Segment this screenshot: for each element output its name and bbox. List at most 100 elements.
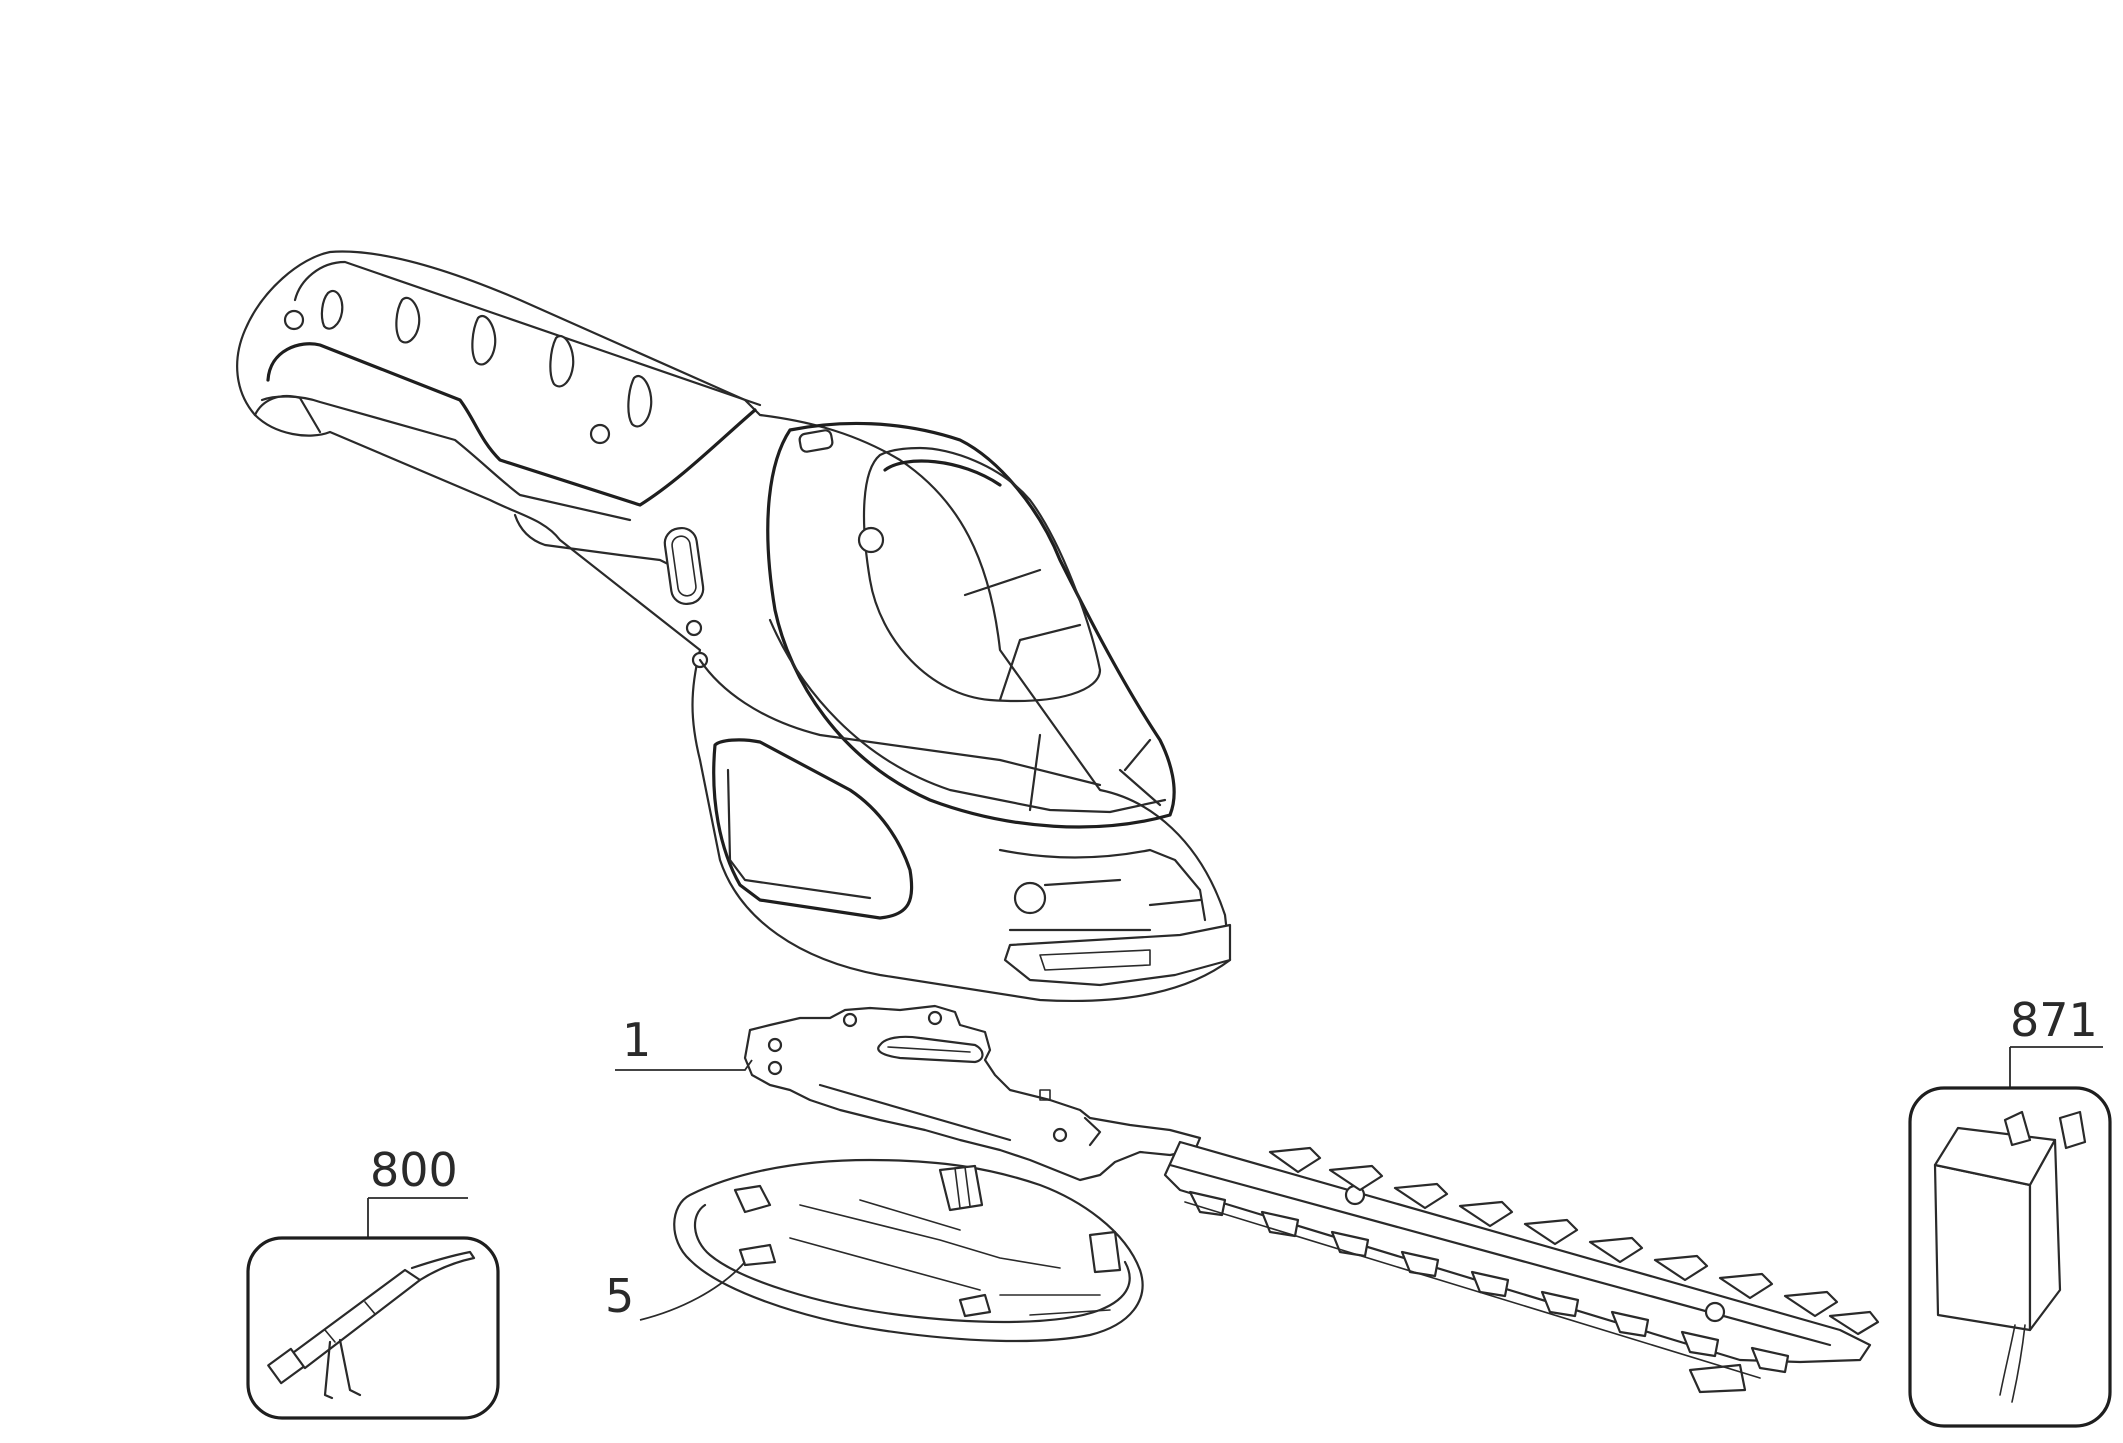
side-button xyxy=(685,619,703,637)
charger-body-side xyxy=(2028,1138,2062,1332)
blade-tooth xyxy=(1268,1146,1322,1174)
blade-tooth xyxy=(1610,1310,1650,1338)
cover-screw xyxy=(857,526,885,554)
grip-slot xyxy=(395,296,421,344)
guard-channel xyxy=(789,1199,1061,1291)
charger-icon xyxy=(1933,1110,2087,1403)
grip-slot xyxy=(627,375,653,428)
brush-tip xyxy=(410,1250,476,1282)
charger-inset-frame xyxy=(1908,1086,2112,1428)
callout-guard: 5 xyxy=(605,1261,746,1323)
brush-handle xyxy=(288,1268,422,1370)
blade-tooth xyxy=(1750,1346,1790,1374)
blade-tooth xyxy=(1688,1363,1747,1394)
motor-cover-window xyxy=(862,446,1102,703)
cutter-bar-edge xyxy=(1168,1163,1832,1347)
brush-icon xyxy=(267,1250,476,1400)
housing-seam-lower xyxy=(698,658,1102,787)
blade-teeth-upper xyxy=(1268,1146,1880,1336)
handle-underside xyxy=(253,394,322,434)
motor-cover-outline xyxy=(766,421,1176,829)
callout-guard-label: 5 xyxy=(605,1269,634,1323)
callout-charger: 871 xyxy=(2009,993,2103,1088)
grip-dot xyxy=(283,309,305,331)
blade-assembly xyxy=(743,1004,1880,1394)
brush-inset-frame xyxy=(246,1236,500,1420)
guard-tab xyxy=(738,1243,777,1267)
guard-clip-detail xyxy=(954,1166,971,1209)
trigger-lower xyxy=(513,513,692,577)
charger-cord xyxy=(1999,1324,2026,1403)
handle-top-ridge xyxy=(293,260,762,407)
guard-inner-rim xyxy=(693,1203,1131,1324)
brush-ferrule xyxy=(267,1347,305,1385)
blade-tooth xyxy=(1588,1236,1644,1264)
blade-tooth xyxy=(1718,1272,1774,1300)
safety-switch xyxy=(663,526,705,606)
guard-tab xyxy=(958,1293,992,1318)
charger-prong xyxy=(2058,1110,2087,1150)
callout-blade-label: 1 xyxy=(622,1013,651,1067)
blade-tooth xyxy=(1828,1310,1880,1336)
blade-tooth xyxy=(1470,1270,1510,1298)
motor-cover-divider xyxy=(963,568,1082,702)
brush-inset xyxy=(246,1236,500,1420)
cutter-bar xyxy=(1163,1140,1872,1364)
blade-lower-edge xyxy=(1184,1201,1761,1379)
charger-body-front xyxy=(1933,1163,2032,1332)
motor-cover-window-inner xyxy=(883,459,1002,487)
blade-mount-hole xyxy=(767,1037,783,1053)
callout-brush: 800 xyxy=(367,1143,468,1238)
front-stripe xyxy=(1008,878,1202,932)
cutter-bar-rivet xyxy=(1704,1301,1726,1323)
callout-charger-leader xyxy=(2009,1046,2103,1088)
blade-mount-hole xyxy=(767,1060,783,1076)
callout-brush-leader xyxy=(367,1197,468,1238)
blade-mount-hole xyxy=(842,1012,858,1028)
tool-body xyxy=(236,250,1232,1003)
blade-tooth xyxy=(1328,1164,1384,1192)
blade-tooth xyxy=(1783,1290,1839,1318)
blade-tooth xyxy=(1680,1330,1720,1358)
grip-slot xyxy=(320,289,344,330)
guard-clip xyxy=(1088,1230,1122,1274)
front-facet xyxy=(1028,733,1162,812)
blade-mount-rail xyxy=(818,1083,1102,1147)
blade-tooth xyxy=(1458,1200,1514,1228)
callout-blade: 1 xyxy=(615,1013,753,1071)
grip-slots xyxy=(283,289,653,445)
handle-shell xyxy=(236,250,1232,1003)
callout-brush-label: 800 xyxy=(370,1143,458,1197)
front-button xyxy=(1013,881,1047,915)
charger-prong xyxy=(2003,1110,2032,1147)
blade-tooth xyxy=(1523,1218,1579,1246)
blade-guard xyxy=(673,1158,1144,1343)
blade-tooth xyxy=(1653,1254,1709,1282)
blade-mount-hole xyxy=(1052,1127,1068,1143)
callout-blade-leader xyxy=(615,1059,753,1071)
battery-panel xyxy=(712,738,914,920)
charger-inset xyxy=(1908,1086,2112,1428)
callout-charger-label: 871 xyxy=(2010,993,2098,1047)
blade-tooth xyxy=(1540,1290,1580,1318)
brush-hook xyxy=(323,1338,362,1400)
safety-switch-inner xyxy=(671,535,697,597)
blade-tooth xyxy=(1393,1182,1449,1210)
cover-latch xyxy=(798,429,834,453)
grip-slot xyxy=(471,315,497,366)
grip-dot xyxy=(589,423,611,445)
guard-clip xyxy=(938,1164,984,1212)
battery-panel-inner xyxy=(726,768,872,900)
blade-mount-slot xyxy=(1039,949,1151,971)
blade-mount-slot-inner xyxy=(887,1046,971,1053)
guard-clip xyxy=(733,1184,772,1214)
grip-slot xyxy=(549,335,575,388)
callout-guard-leader xyxy=(639,1261,746,1321)
blade-mount-hole xyxy=(927,1010,943,1026)
guard-rib xyxy=(999,1294,1111,1316)
front-nose xyxy=(998,848,1207,922)
blade-mount-square xyxy=(1039,1089,1051,1101)
blade-tooth xyxy=(1400,1250,1440,1278)
blade-teeth-lower xyxy=(1188,1190,1790,1394)
